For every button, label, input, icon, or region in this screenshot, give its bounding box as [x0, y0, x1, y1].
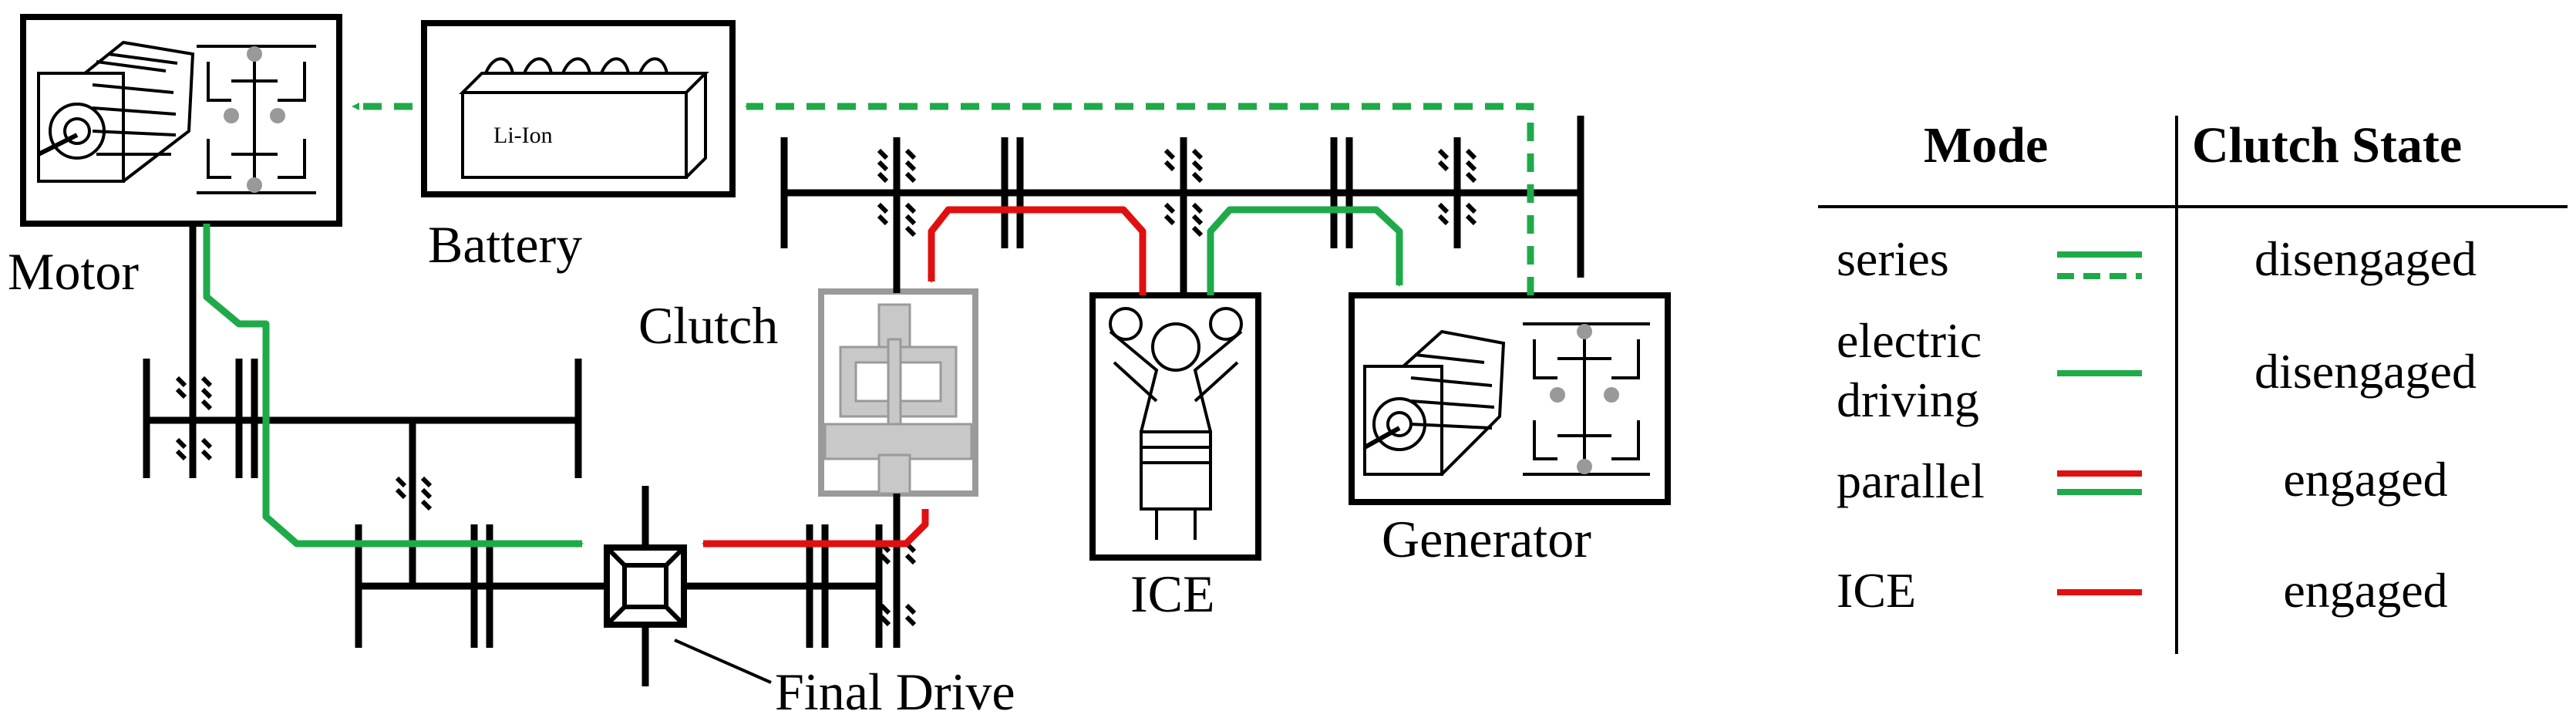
- electric-path-motor-to-final-drive: [203, 224, 584, 548]
- final-drive: [604, 486, 772, 686]
- table-header-clutch-state: Clutch State: [2192, 117, 2462, 174]
- mode-parallel: parallel: [1837, 453, 1985, 508]
- mode-series: series: [1837, 231, 1949, 286]
- series-path-generator-to-battery: [745, 103, 1534, 295]
- battery-icon: Li-Ion: [459, 57, 709, 179]
- inverter-icon: [197, 45, 316, 194]
- bearing-icon: [395, 476, 433, 511]
- clutch-state-parallel: engaged: [2283, 452, 2447, 507]
- clutch-label: Clutch: [638, 296, 778, 355]
- generator-icon: [1363, 329, 1506, 476]
- clutch-state-electric: disengaged: [2254, 344, 2477, 399]
- ice-box: [1089, 292, 1261, 561]
- engine-icon: [1109, 307, 1243, 540]
- motor-label: Motor: [8, 242, 139, 301]
- table-header-mode: Mode: [1924, 117, 2048, 174]
- mode-electric-line2: driving: [1837, 372, 1979, 427]
- mode-electric-line1: electric: [1837, 313, 1982, 368]
- motor-box: [20, 14, 342, 227]
- clutch-to-final-drive-path: [702, 509, 929, 548]
- mode-table: Mode Clutch State series disengaged elec…: [1818, 116, 2568, 654]
- ice-label: ICE: [1130, 565, 1215, 623]
- upper-gear-train: [780, 116, 1584, 297]
- bearing-icon: [1437, 148, 1477, 226]
- clutch-box: [818, 288, 978, 497]
- ice-to-clutch-path: [928, 206, 1147, 295]
- generator-box: [1349, 292, 1671, 505]
- clutch-state-ice: engaged: [2283, 563, 2447, 618]
- bearing-icon: [175, 376, 213, 461]
- battery-label: Battery: [428, 215, 582, 274]
- generator-inverter-icon: [1523, 322, 1650, 476]
- clutch-icon: [823, 303, 973, 495]
- battery-marking: Li-Ion: [493, 123, 553, 148]
- lower-gear-train: [143, 224, 917, 648]
- generator-label: Generator: [1382, 510, 1591, 568]
- bearing-icon: [1163, 148, 1204, 238]
- bearing-icon: [879, 541, 917, 627]
- bearing-icon: [877, 148, 917, 238]
- motor-icon: [37, 40, 195, 183]
- legend-series: [2057, 251, 2142, 279]
- mode-ice: ICE: [1837, 563, 1916, 618]
- clutch-state-series: disengaged: [2254, 231, 2477, 286]
- battery-box: Li-Ion: [421, 20, 736, 197]
- final-drive-label: Final Drive: [775, 662, 1015, 721]
- ice-to-generator-path: [1207, 206, 1403, 295]
- legend-parallel: [2057, 470, 2142, 495]
